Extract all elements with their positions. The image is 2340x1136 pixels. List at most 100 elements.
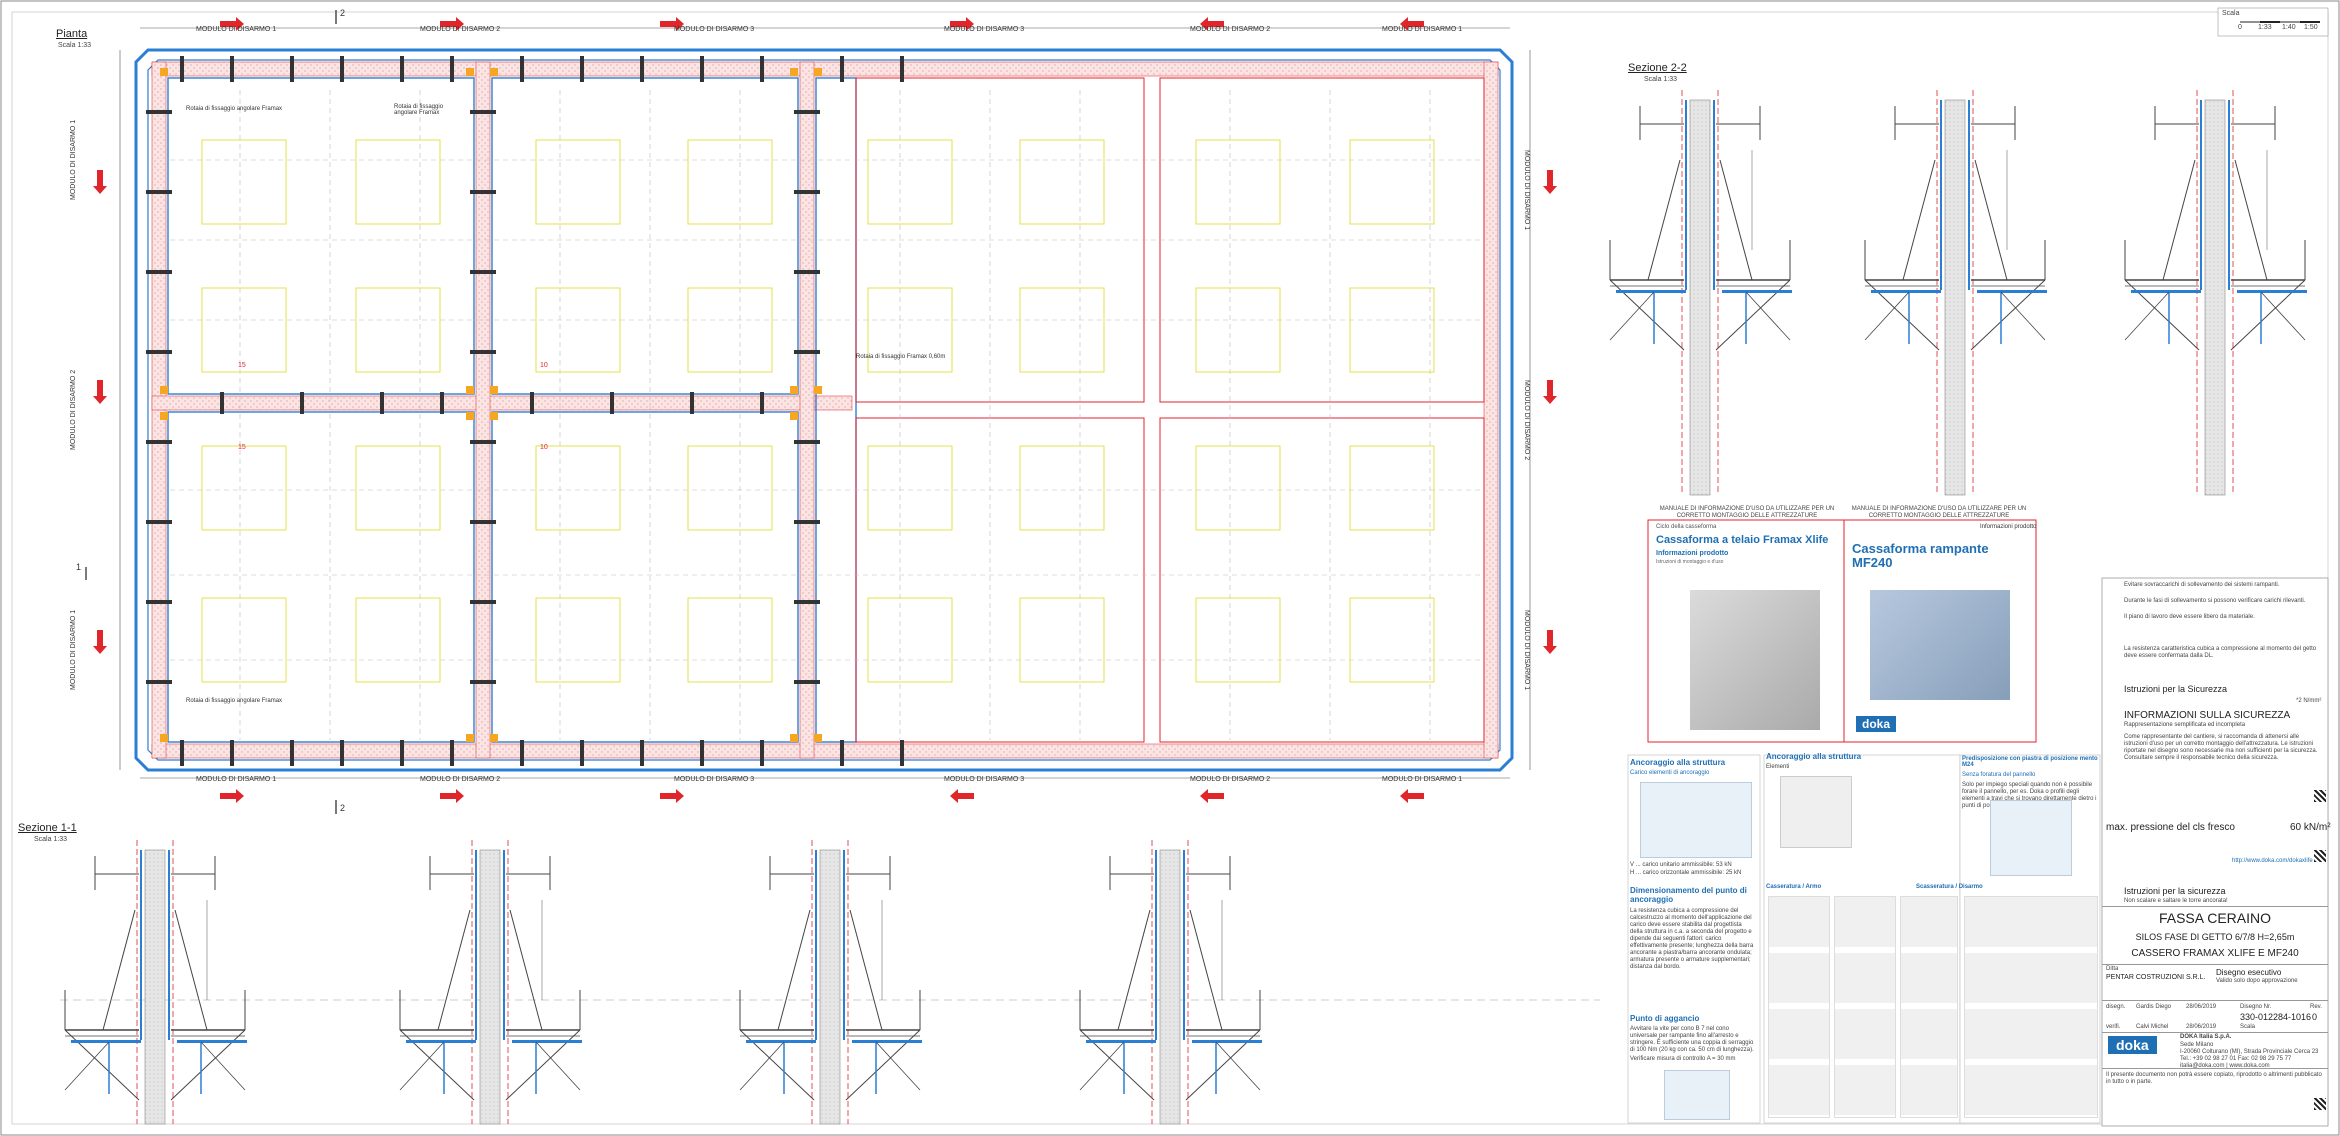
- safety-heading: INFORMAZIONI SULLA SICUREZZA: [2124, 710, 2291, 721]
- safety-sub: Rappresentazione semplificata ed incompl…: [2124, 722, 2246, 728]
- safety-note: Evitare sovraccarichi di sollevamento de…: [2124, 582, 2280, 588]
- scale-label: Scala: [2222, 10, 2240, 17]
- module-label-top: MODULO DI DISARMO 2: [420, 26, 501, 33]
- section-mark-top: 2: [340, 803, 346, 813]
- footer-note: Il presente documento non potrà essere c…: [2106, 1072, 2322, 1085]
- company-address: Sede Milano I-20060 Colturano (MI), Stra…: [2180, 1042, 2319, 1069]
- plan-scale: Scala 1:33: [58, 42, 92, 49]
- module-label-bottom: MODULO DI DISARMO 3: [944, 776, 1025, 783]
- callout: Rotaia di fissaggio angolare Framax: [186, 106, 283, 112]
- drawn-by: Gardis Diego: [2136, 1004, 2172, 1010]
- step-images: [1834, 896, 1896, 1118]
- step-images: [1964, 896, 2098, 1118]
- section-1-1-scale: Scala 1:33: [34, 836, 68, 843]
- qr-code-icon: [2314, 1098, 2326, 1110]
- manual-warning: MANUALE DI INFORMAZIONE D'USO DA UTILIZZ…: [1659, 506, 1835, 519]
- hook-diagram: [1664, 1070, 1730, 1120]
- manual-title: Cassaforma rampante MF240: [1852, 541, 1989, 570]
- manual-image: [1690, 590, 1820, 730]
- module-label-left: MODULO DI DISARMO 1: [70, 609, 77, 690]
- wall-section: [1079, 840, 1262, 1125]
- rev: 0: [2312, 1012, 2318, 1022]
- section-mark-top: 2: [340, 8, 346, 18]
- plate-diagram: [1990, 800, 2072, 876]
- module-label-left: MODULO DI DISARMO 2: [70, 369, 77, 450]
- safety-text: Come rappresentante del cantiere, si rac…: [2124, 734, 2318, 761]
- pressure-value: 60 kN/m²: [2290, 822, 2331, 833]
- manual-sub2: Istruzioni di montaggio e d'uso: [1656, 559, 1724, 565]
- module-label-bottom: MODULO DI DISARMO 1: [1382, 776, 1463, 783]
- detail-text: Avvitare la vite per cono B 7 nel cono u…: [1630, 1026, 1754, 1053]
- module-label-top: MODULO DI DISARMO 2: [1190, 26, 1271, 33]
- module-label-bottom: MODULO DI DISARMO 2: [420, 776, 501, 783]
- module-label-top: MODULO DI DISARMO 1: [196, 26, 277, 33]
- dim-label: 15: [238, 362, 246, 369]
- detail-title: Punto di aggancio: [1630, 1014, 1700, 1023]
- section-2-2-title: Sezione 2-2: [1628, 62, 1687, 74]
- detail-note: H ... carico orizzontale ammissibile: 25…: [1630, 870, 1742, 876]
- dim-label: 10: [540, 444, 548, 451]
- doka-logo: doka: [2108, 1036, 2157, 1054]
- callout: Rotaia di fissaggio angolare Framax: [186, 698, 283, 704]
- drawing-no-label: Disegno Nr.: [2240, 1004, 2272, 1010]
- manual-kicker: Informazioni prodotto: [1980, 524, 2037, 530]
- detail-text: Verificare misura di controllo A = 30 mm: [1630, 1056, 1736, 1062]
- safety-link[interactable]: http://www.doka.com/dokaxlife: [2232, 858, 2313, 864]
- client-name: FASSA CERAINO: [2158, 910, 2272, 926]
- detail-sub: Senza foratura del pannello: [1962, 772, 2036, 778]
- module-label-right: MODULO DI DISARMO 1: [1523, 150, 1530, 231]
- dim-label: 15: [238, 444, 246, 451]
- safety-sub: Non scalare e saltare le torre ancorata!: [2124, 898, 2228, 904]
- callout: Rotaia di fissaggio Framax 0,60m: [856, 354, 946, 360]
- ditta-label: Ditta: [2106, 966, 2119, 972]
- drawn-label: disegn.: [2106, 1004, 2126, 1010]
- detail-note: V ... carico unitario ammissibile: 53 kN: [1630, 862, 1732, 868]
- checked-label: verifi.: [2106, 1024, 2121, 1030]
- scale-tick: 1:40: [2282, 24, 2296, 31]
- wall-section: [399, 840, 582, 1125]
- module-label-bottom: MODULO DI DISARMO 1: [196, 776, 277, 783]
- detail-sub: Scasseratura / Disarmo: [1916, 884, 1983, 890]
- safety-value: *2 N/mm²: [2296, 698, 2322, 704]
- detail-sub: Casseratura / Armo: [1766, 884, 1822, 890]
- dim-label: 10: [540, 362, 548, 369]
- manual-title: Cassaforma a telaio Framax Xlife: [1656, 534, 1829, 546]
- section-1-1-title: Sezione 1-1: [18, 822, 77, 834]
- wall-section: [1864, 90, 2047, 496]
- project-name: SILOS FASE DI GETTO 6/7/8 H=2,65m: [2135, 932, 2295, 942]
- safety-note: Durante le fasi di sollevamento si posso…: [2124, 598, 2306, 604]
- drawing-note: Valido solo dopo approvazione: [2216, 978, 2298, 984]
- safety-note: Il piano di lavoro deve essere libero da…: [2124, 614, 2255, 620]
- section-mark-left: 1: [76, 562, 82, 572]
- project-subject: CASSERO FRAMAX XLIFE E MF240: [2131, 948, 2299, 959]
- module-label-right: MODULO DI DISARMO 2: [1523, 380, 1530, 461]
- anchor-diagram: [1640, 782, 1752, 858]
- plan-title: Pianta: [56, 28, 88, 40]
- detail-sub: Elementi: [1766, 764, 1790, 770]
- wall-section: [1609, 90, 1792, 496]
- checked-by: Calvi Michel: [2136, 1024, 2169, 1030]
- scale-tick: 0: [2238, 24, 2242, 31]
- wall-section: [739, 840, 922, 1125]
- wall-section: [2124, 90, 2307, 496]
- company-name: DOKA Italia S.p.A.: [2180, 1034, 2232, 1040]
- manual-kicker: Ciclo della casseforma: [1656, 524, 1717, 530]
- tb-line: [2102, 964, 2328, 965]
- qr-code-icon: [2314, 850, 2326, 862]
- step-images: [1900, 896, 1958, 1118]
- module-label-bottom: MODULO DI DISARMO 2: [1190, 776, 1271, 783]
- module-label-top: MODULO DI DISARMO 1: [1382, 26, 1463, 33]
- module-label-left: MODULO DI DISARMO 1: [70, 119, 77, 200]
- manual-sub: Informazioni prodotto: [1656, 550, 1729, 557]
- drawing-no: 330-012284-1016: [2240, 1012, 2312, 1022]
- detail-sub: Carico elementi di ancoraggio: [1630, 770, 1710, 776]
- callout: Rotaia di fissaggio angolare Framax: [394, 104, 444, 116]
- detail-title: Ancoraggio alla struttura: [1630, 758, 1726, 767]
- module-label-top: MODULO DI DISARMO 3: [944, 26, 1025, 33]
- tb-line: [2102, 1068, 2328, 1069]
- rev-label: Rev.: [2310, 1004, 2322, 1010]
- safety-heading: Istruzioni per la sicurezza: [2124, 886, 2226, 896]
- safety-heading: Istruzioni per la Sicurezza: [2124, 684, 2228, 694]
